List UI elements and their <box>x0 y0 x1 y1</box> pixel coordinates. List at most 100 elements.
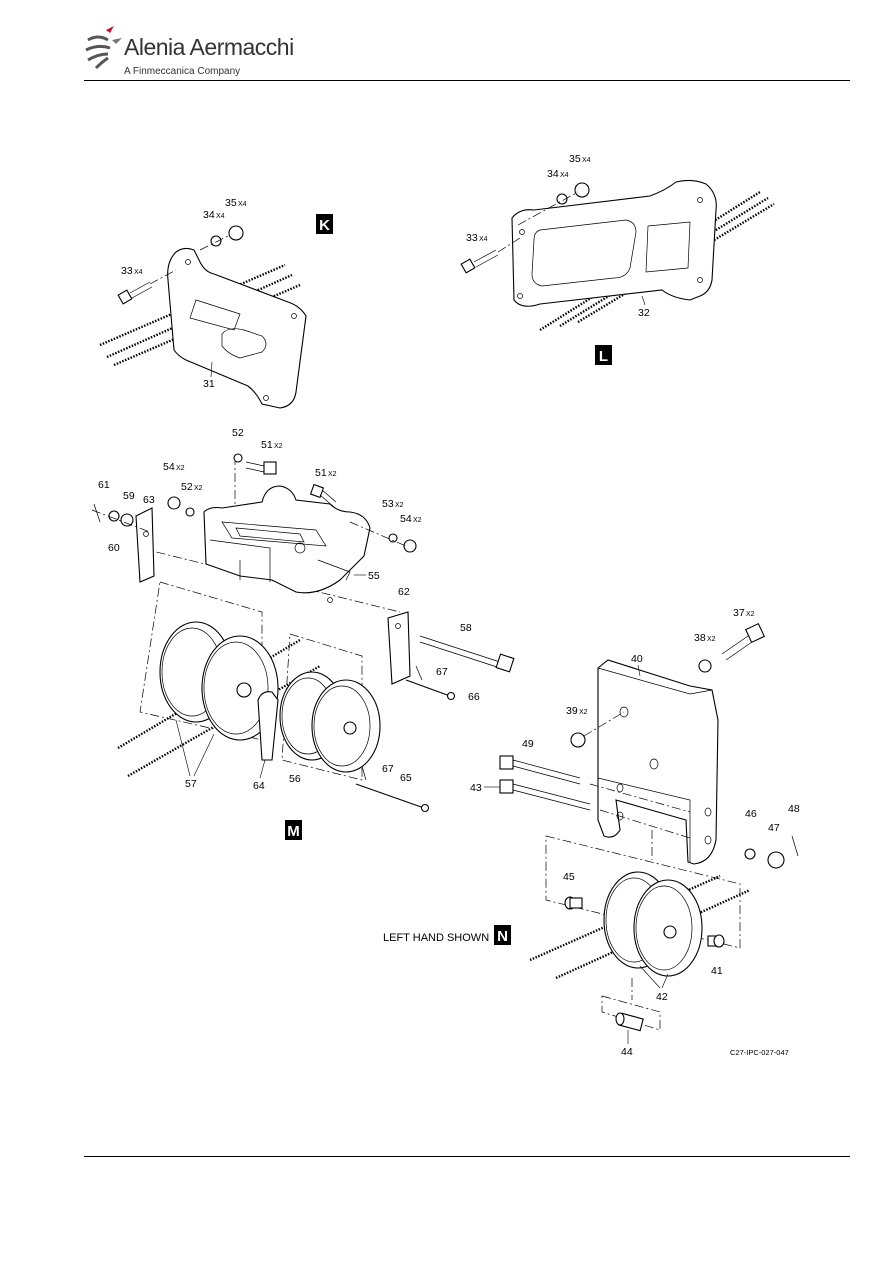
plate-63-hole <box>143 531 149 537</box>
housing-55-slot <box>235 527 305 543</box>
nut-54-left <box>167 496 181 510</box>
bracket-31 <box>167 247 307 409</box>
pin-45 <box>564 896 583 910</box>
item-33-k: 33 <box>121 265 133 277</box>
bolt-58 <box>419 635 515 673</box>
view-k-letter: K <box>319 217 330 234</box>
qty-54-right: X2 <box>413 517 422 524</box>
item-51-top: 51 <box>261 439 273 451</box>
bracket-40-fold <box>597 777 691 862</box>
item-58: 58 <box>460 622 472 634</box>
washer-34-l <box>556 193 568 205</box>
item-43: 43 <box>470 782 482 794</box>
item-54-right: 54 <box>400 513 412 525</box>
bracket-40-hole-3 <box>616 783 624 793</box>
bolt-49 <box>499 755 581 785</box>
qty-33-k: X4 <box>134 269 143 276</box>
cable-k-1 <box>99 263 286 347</box>
cotter-pin-48 <box>791 835 799 857</box>
item-51-right: 51 <box>315 467 327 479</box>
bracket-40-hole-6 <box>704 835 712 845</box>
bracket-40-hole-1 <box>619 706 629 718</box>
figure-reference: C27-IPC-027-047 <box>730 1048 789 1057</box>
nut-59 <box>120 513 134 527</box>
pin-65 <box>355 783 425 809</box>
item-31: 31 <box>203 378 215 390</box>
bracket-40-edge <box>597 667 713 695</box>
nut-47 <box>767 851 785 869</box>
qty-38: X2 <box>707 636 716 643</box>
bushing-44-boundary <box>601 995 661 1031</box>
item-66: 66 <box>468 691 480 703</box>
bracket-31-slot-lower <box>221 328 267 359</box>
company-tagline: A Finmeccanica Company <box>124 66 241 77</box>
item-62: 62 <box>398 586 410 598</box>
pulley-42-front-groove <box>635 885 693 971</box>
pin-66-head <box>446 691 456 701</box>
centerline-n-49 <box>589 783 691 813</box>
view-k-badge <box>316 214 333 234</box>
bracket-31-hole-2 <box>263 395 269 401</box>
item-52-left: 52 <box>181 481 193 493</box>
qty-54-left: X2 <box>176 465 185 472</box>
bracket-32-window <box>531 219 637 287</box>
item-64: 64 <box>253 780 265 792</box>
housing-55-hole <box>327 597 333 603</box>
housing-55-channel <box>221 521 327 547</box>
qty-35-l: X4 <box>582 157 591 164</box>
leader-40 <box>637 664 641 677</box>
view-n-badge <box>494 925 511 945</box>
item-34-l: 34 <box>547 168 559 180</box>
view-m-letter: M <box>287 823 300 840</box>
item-44: 44 <box>621 1046 633 1058</box>
cotter-pin-61 <box>93 503 101 523</box>
item-67-lower: 67 <box>382 763 394 775</box>
bracket-32-hole-3 <box>697 197 703 203</box>
leader-42-b <box>661 973 669 989</box>
bracket-32 <box>511 179 717 307</box>
spacer-64 <box>257 691 279 761</box>
washer-38 <box>698 659 712 673</box>
pulley-42-hub <box>663 925 677 939</box>
centerline-k-nut <box>199 235 229 251</box>
centerline-n-43 <box>599 809 691 839</box>
view-n-assembly: LEFT HAND SHOWN N <box>383 607 800 1058</box>
bracket-32-hole-4 <box>697 277 703 283</box>
centerline-l-nut <box>517 191 579 226</box>
bracket-32-hole-2 <box>517 293 523 299</box>
view-n-letter: N <box>497 928 508 945</box>
alenia-swoosh-logo-icon <box>85 26 122 70</box>
bracket-31-slot-upper <box>189 299 241 331</box>
leader-57-a <box>175 719 191 777</box>
centerline-l-bolt <box>497 237 521 253</box>
cable-k-2 <box>106 273 293 359</box>
item-35-k: 35 <box>225 197 237 209</box>
bracket-40-hole-4 <box>616 811 624 821</box>
bracket-40-hole-5 <box>704 807 712 817</box>
bracket-40-hole-2 <box>649 758 659 770</box>
qty-35-k: X4 <box>238 201 247 208</box>
view-l-badge <box>595 345 612 365</box>
qty-51-right: X2 <box>328 471 337 478</box>
bolt-33-k <box>117 281 153 305</box>
nut-39 <box>570 732 586 748</box>
bushing-44 <box>615 1012 644 1032</box>
pin-41 <box>707 934 725 948</box>
item-59: 59 <box>123 490 135 502</box>
bracket-32-hole-1 <box>519 229 525 235</box>
qty-33-l: X4 <box>479 236 488 243</box>
nut-54-right <box>403 539 417 553</box>
bolt-51-top <box>245 461 277 475</box>
centerline-m-left <box>91 509 151 533</box>
bolt-33-l <box>460 249 499 274</box>
item-32: 32 <box>638 307 650 319</box>
pin-66 <box>405 679 451 697</box>
item-40: 40 <box>631 653 643 665</box>
leader-64 <box>259 759 266 779</box>
washer-53 <box>388 533 398 543</box>
view-l-letter: L <box>599 348 608 365</box>
item-60: 60 <box>108 542 120 554</box>
qty-39: X2 <box>579 709 588 716</box>
item-38: 38 <box>694 632 706 644</box>
